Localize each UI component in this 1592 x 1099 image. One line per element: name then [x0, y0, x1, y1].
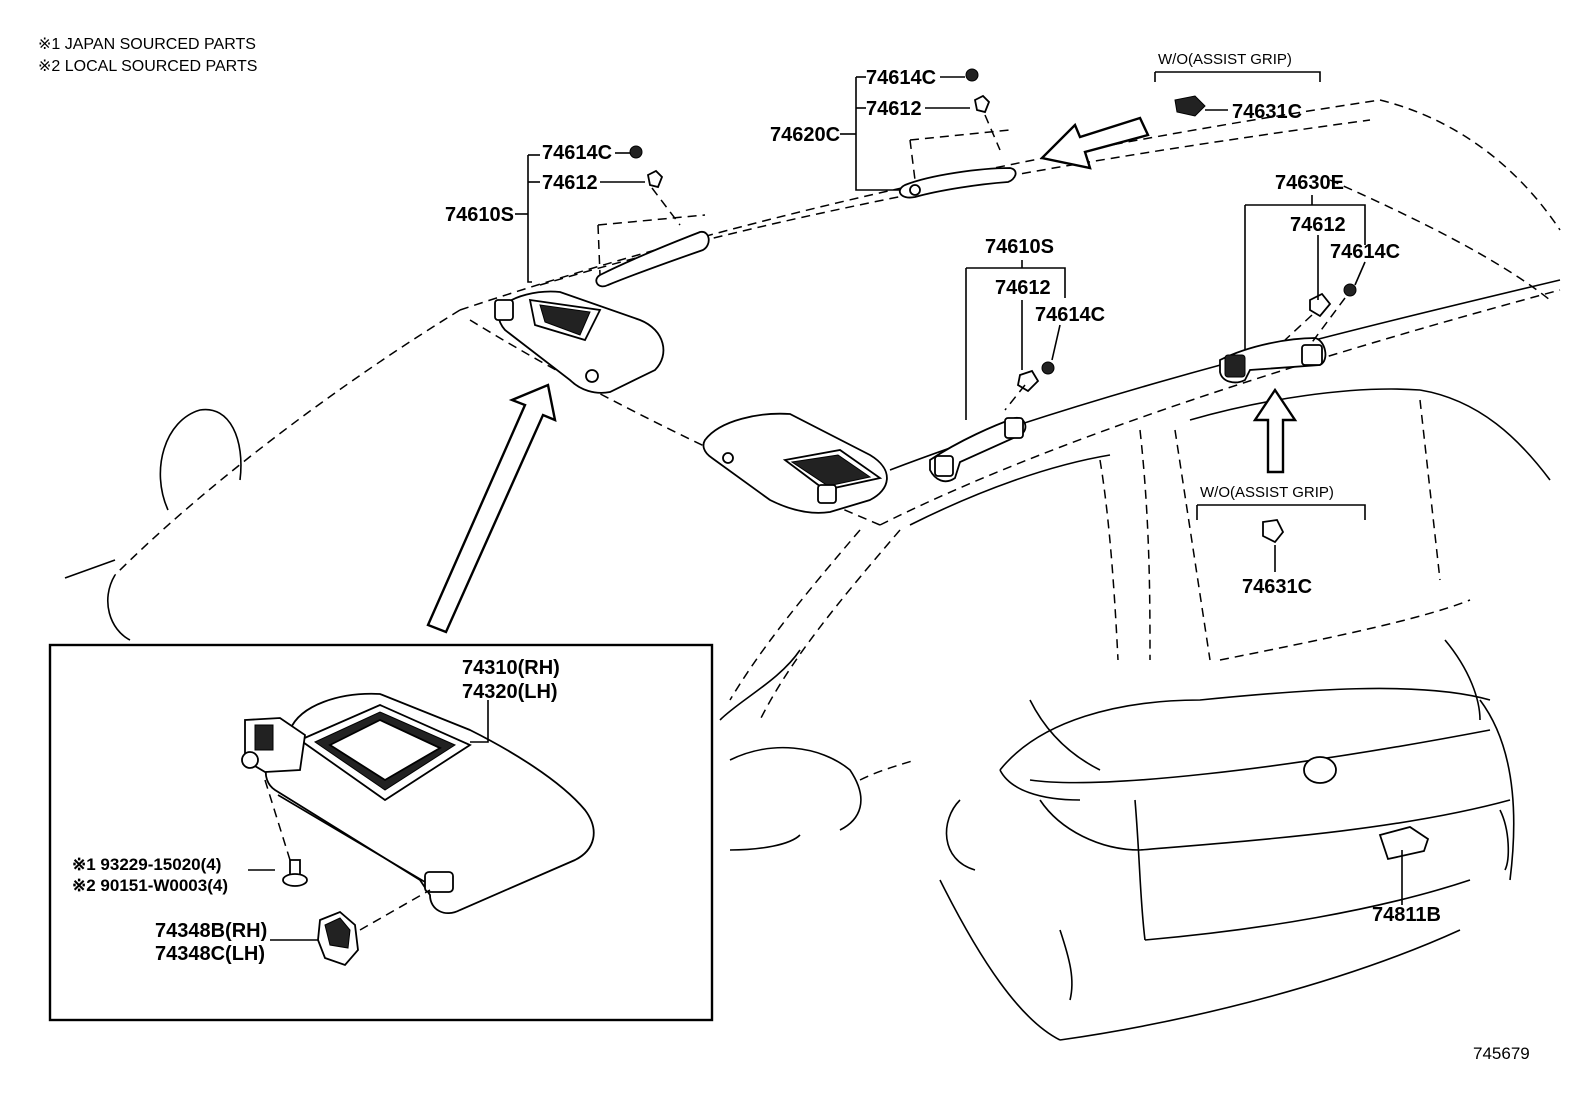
- sun-visor-right-view: [702, 412, 888, 514]
- note-japan-sourced: ※1 JAPAN SOURCED PARTS: [38, 36, 256, 53]
- label-74614C-top[interactable]: 74614C: [866, 67, 936, 89]
- assist-grip-front-left: [595, 214, 710, 288]
- leader-lines: [515, 71, 1403, 905]
- sun-visor-left-view: [494, 290, 665, 394]
- group-wo-assist-grip-top: W/O(ASSIST GRIP): [1158, 51, 1292, 68]
- label-74612-top[interactable]: 74612: [866, 98, 922, 120]
- label-74610S-middle[interactable]: 74610S: [985, 236, 1054, 258]
- group-wo-assist-grip-rear: W/O(ASSIST GRIP): [1200, 484, 1334, 501]
- label-74614C-left[interactable]: 74614C: [542, 142, 612, 164]
- label-74612-rear[interactable]: 74612: [1290, 214, 1346, 236]
- assist-grip-front-top: [898, 129, 1017, 199]
- label-90151-W0003[interactable]: ※2 90151-W0003(4): [72, 876, 228, 895]
- label-74811B[interactable]: 74811B: [1372, 904, 1441, 926]
- label-74612-middle[interactable]: 74612: [995, 277, 1051, 299]
- clip-parts: [629, 68, 1430, 861]
- assist-grip-middle: [929, 417, 1027, 483]
- label-74320LH[interactable]: 74320(LH): [462, 681, 558, 703]
- label-74610S-left[interactable]: 74610S: [445, 204, 514, 226]
- label-74631C-rear[interactable]: 74631C: [1242, 576, 1312, 598]
- inset-sun-visor-detail: [48, 643, 714, 1022]
- assembly-dashed-lines: [651, 114, 1346, 411]
- label-74614C-rear[interactable]: 74614C: [1330, 241, 1400, 263]
- label-74612-left[interactable]: 74612: [542, 172, 598, 194]
- label-74310RH[interactable]: 74310(RH): [462, 657, 560, 679]
- label-74630E[interactable]: 74630E: [1275, 172, 1344, 194]
- assist-grip-rear: [1219, 337, 1327, 384]
- label-74348B-RH[interactable]: 74348B(RH): [155, 920, 267, 942]
- note-local-sourced: ※2 LOCAL SOURCED PARTS: [38, 58, 257, 75]
- label-93229-15020[interactable]: ※1 93229-15020(4): [72, 855, 221, 874]
- vehicle-outline: [64, 99, 1561, 1041]
- label-74631C-top[interactable]: 74631C: [1232, 101, 1302, 123]
- label-74614C-middle[interactable]: 74614C: [1035, 304, 1105, 326]
- diagram-id: 745679: [1473, 1044, 1530, 1063]
- label-74348C-LH[interactable]: 74348C(LH): [155, 943, 265, 965]
- label-74620C[interactable]: 74620C: [770, 124, 840, 146]
- direction-arrows: [426, 116, 1298, 634]
